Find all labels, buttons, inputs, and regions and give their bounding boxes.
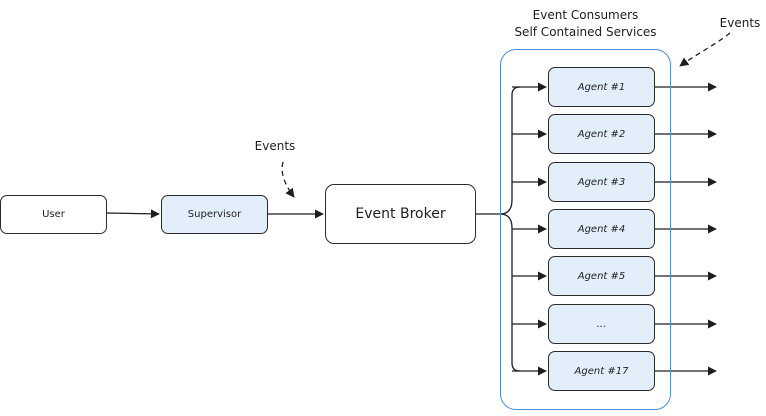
agent-node-1[interactable]: Agent #1	[548, 67, 655, 107]
agent-node-5[interactable]: Agent #5	[548, 256, 655, 296]
group-title-line1: Event Consumers	[532, 8, 639, 22]
events-label-supervisor: Events	[254, 139, 296, 153]
event-broker-node[interactable]: Event Broker	[325, 184, 476, 244]
agent-node-4[interactable]: Agent #4	[548, 209, 655, 249]
broker-fanout-upper-curve	[499, 86, 521, 215]
event-consumers-group	[500, 49, 671, 410]
agent-node-ellipsis[interactable]: ...	[548, 304, 655, 344]
agent-node-2[interactable]: Agent #2	[548, 114, 655, 154]
group-title-line2: Self Contained Services	[514, 25, 657, 39]
events-label-agents: Events	[719, 16, 761, 30]
events-pointer-agents	[679, 32, 731, 67]
supervisor-node[interactable]: Supervisor	[161, 195, 268, 234]
agent-node-3[interactable]: Agent #3	[548, 162, 655, 202]
broker-fanout-lower-curve	[499, 213, 521, 372]
arrow-user-to-supervisor	[106, 209, 160, 219]
user-node[interactable]: User	[0, 195, 107, 234]
events-pointer-supervisor	[281, 161, 295, 198]
agent-node-17[interactable]: Agent #17	[548, 351, 655, 391]
